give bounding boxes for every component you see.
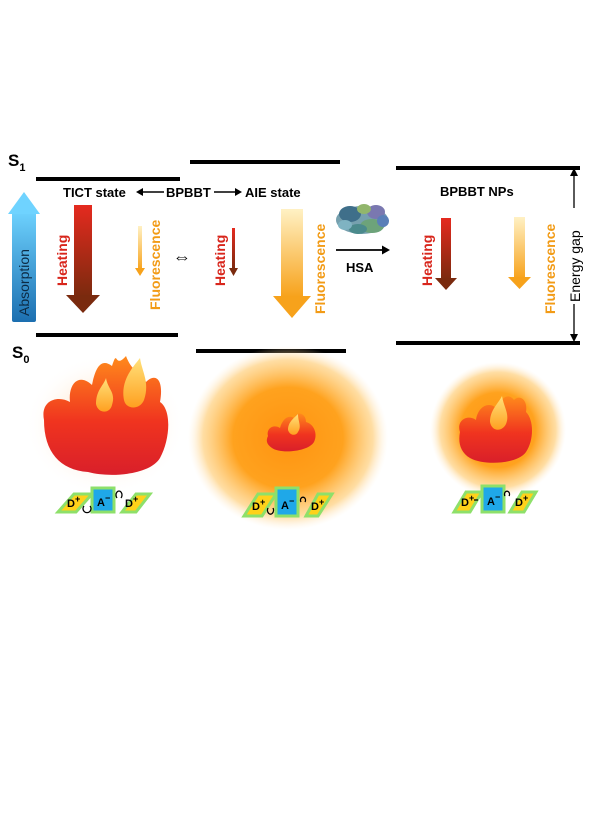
aie-heating-label: Heating: [212, 235, 228, 286]
tict-state-label: TICT state: [63, 185, 126, 200]
nps-donor-left: D+: [461, 493, 474, 509]
flame-icon: [459, 396, 532, 463]
absorption-label: Absorption: [16, 249, 32, 316]
nps-donor-right: D+: [515, 493, 528, 509]
flame-icon: [266, 413, 316, 452]
aie-fluorescence-arrow: [273, 209, 311, 318]
nps-heating-arrow: [435, 218, 457, 290]
nps-heating-label: Heating: [419, 235, 435, 286]
tict-acceptor: A−: [97, 493, 110, 509]
aie-donor-right: D+: [311, 497, 324, 513]
nps-fluorescence-arrow: [508, 217, 531, 289]
molecule-nps: [451, 484, 539, 514]
bpbbt-nps-label: BPBBT NPs: [440, 184, 514, 199]
aie-heating-arrow: [229, 228, 238, 276]
rotation-icon: [299, 496, 307, 503]
rotation-icon: [503, 490, 511, 497]
arrow-to-tict-head: [136, 188, 143, 196]
tict-fluorescence-arrow: [135, 226, 145, 276]
rotation-icon: [266, 507, 275, 515]
s1-label: S1: [8, 151, 25, 174]
tict-heating-label: Heating: [54, 235, 70, 286]
arrow-to-aie-head: [235, 188, 242, 196]
aie-fluorescence-label: Fluorescence: [312, 224, 328, 314]
nps-acceptor: A−: [487, 492, 500, 508]
s0-label: S0: [12, 343, 29, 366]
nps-fluorescence-label: Fluorescence: [542, 224, 558, 314]
bpbbt-label: BPBBT: [166, 185, 211, 200]
protein-icon: [336, 204, 389, 234]
energy-gap-indicator: [570, 168, 578, 342]
molecule-tict: [54, 486, 154, 514]
hsa-label: HSA: [346, 260, 374, 275]
tict-fluorescence-label: Fluorescence: [147, 220, 163, 310]
equilibrium-arrow: ⇔: [173, 247, 191, 267]
tict-heating-arrow: [66, 205, 100, 313]
tict-donor-right: D+: [125, 494, 138, 510]
rotation-icon: [115, 490, 123, 499]
aie-state-label: AIE state: [245, 185, 301, 200]
rotation-icon: [82, 505, 92, 514]
absorption-arrow: Absorption: [8, 192, 40, 322]
energy-gap-label: Energy gap: [567, 230, 583, 302]
aie-acceptor: A−: [281, 496, 294, 512]
molecule-aie: [241, 486, 335, 518]
flame-icon: [43, 356, 169, 475]
aie-donor-left: D+: [252, 497, 265, 513]
tict-donor-left: D+: [67, 494, 80, 510]
hsa-arrow-head: [382, 245, 390, 255]
